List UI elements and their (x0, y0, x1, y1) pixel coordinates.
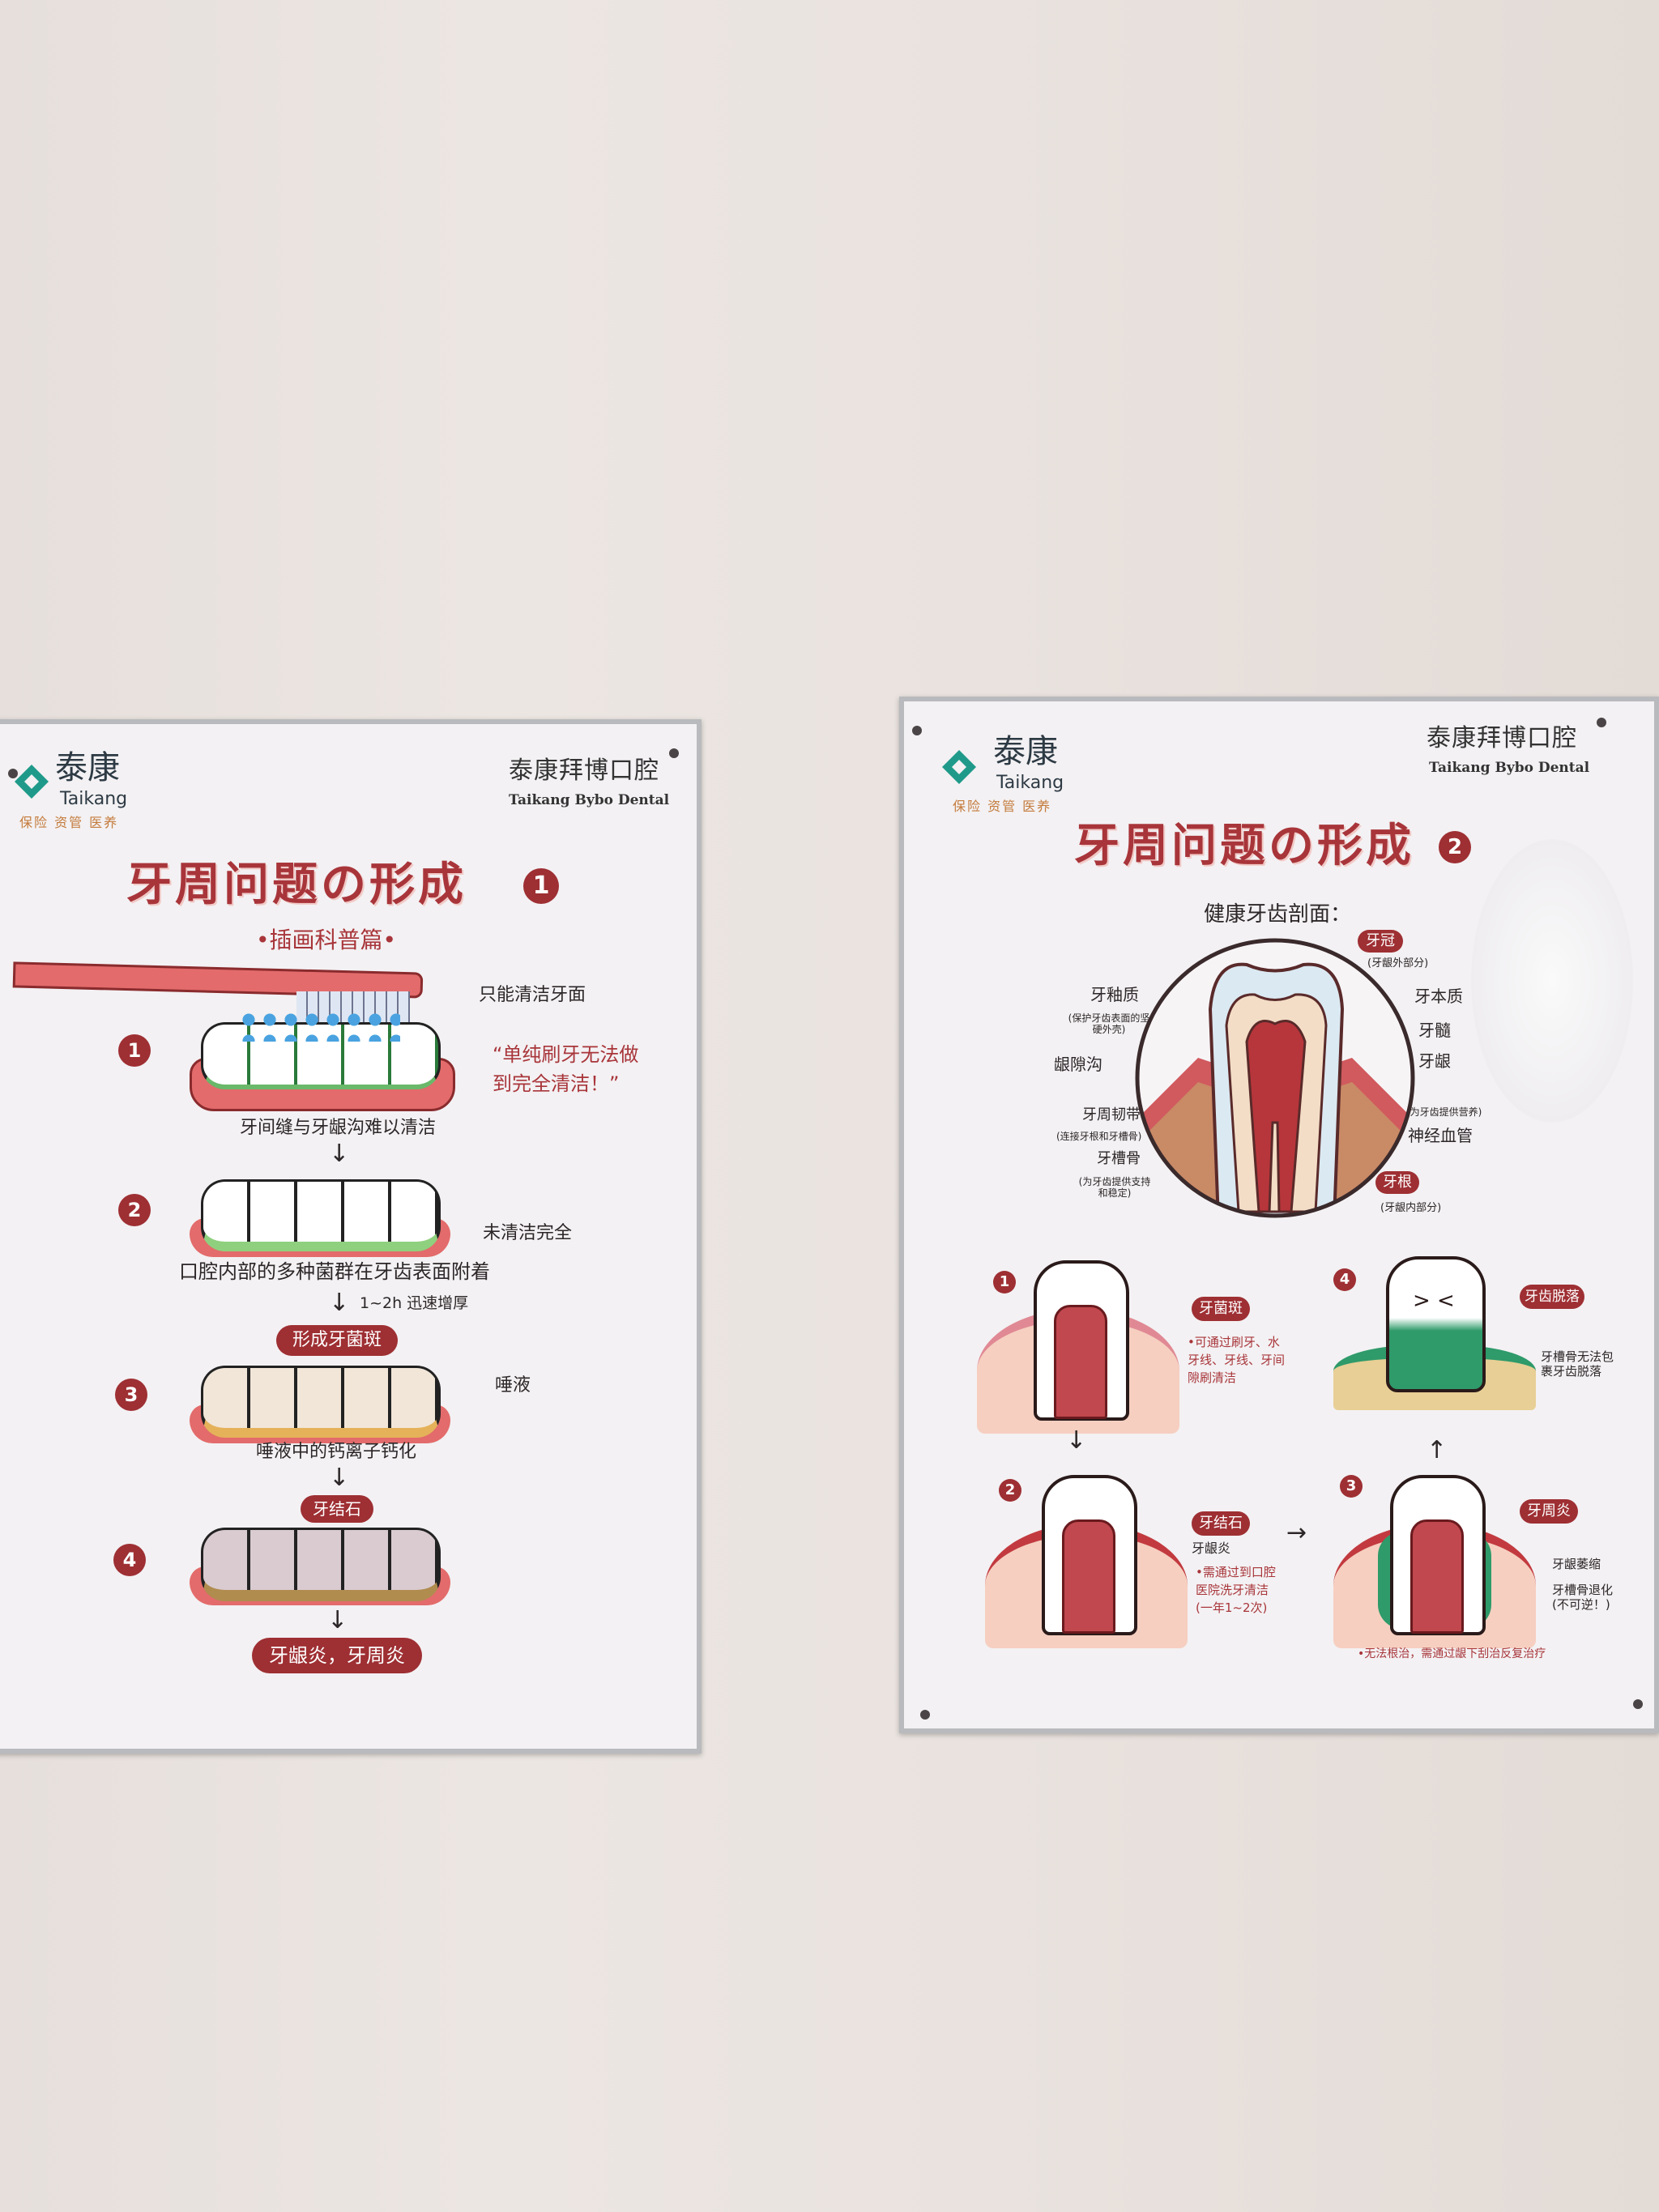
teeth-illustration (190, 1178, 450, 1259)
sulcus-label: 龈隙沟 (1054, 1055, 1102, 1074)
step-caption: 唾液中的钙离子钙化 (256, 1442, 417, 1462)
nerve-label: 神经血管 (1408, 1126, 1473, 1145)
sad-face-icon: > < (1413, 1289, 1455, 1313)
section-title: 健康牙齿剖面： (1204, 902, 1352, 927)
logo-english: Taikang (996, 773, 1064, 793)
brand-name: 泰康拜博口腔 (1427, 724, 1577, 752)
right-poster: 泰康 Taikang 保险 资管 医养 泰康拜博口腔 Taikang Bybo … (899, 697, 1659, 1733)
result-label: 牙龈炎，牙周炎 (252, 1638, 422, 1673)
stage-label: 牙周炎 (1520, 1499, 1578, 1524)
step-badge: 1 (118, 1034, 151, 1067)
stage-note: •需通过到口腔医院洗牙清洁(一年1~2次) (1196, 1565, 1276, 1615)
taikang-logo-icon (15, 765, 49, 799)
screw (669, 748, 679, 758)
screw (912, 726, 922, 735)
stage-badge: 2 (999, 1479, 1021, 1502)
step-badge: 4 (113, 1544, 146, 1576)
tooth-stage-1-illustration (977, 1260, 1179, 1434)
dentin-label: 牙本质 (1414, 987, 1463, 1006)
step-badge: 2 (118, 1194, 151, 1226)
ligament-note: (连接牙根和牙槽骨) (1056, 1131, 1142, 1142)
screw (1633, 1699, 1643, 1709)
poster-title: 牙周问题の形成 (126, 859, 467, 911)
down-arrow-icon: ↓ (327, 1606, 348, 1634)
enamel-note: (保护牙齿表面的坚硬外壳) (1068, 1012, 1150, 1036)
logo-tagline: 保险 资管 医养 (953, 799, 1052, 814)
logo-tagline: 保险 资管 医养 (19, 815, 119, 830)
poster-subtitle: •插画科普篇• (256, 927, 397, 953)
screw (1597, 718, 1606, 727)
logo-text: 泰康 (55, 749, 120, 786)
screw (8, 769, 18, 778)
bone-label: 牙槽骨 (1097, 1150, 1141, 1167)
left-poster: 泰康 Taikang 保险 资管 医养 泰康拜博口腔 Taikang Bybo … (0, 719, 702, 1754)
up-arrow-icon: ↑ (1427, 1436, 1448, 1464)
title-number-badge: 1 (523, 868, 559, 904)
stage-badge: 3 (1340, 1475, 1363, 1498)
ligament-label: 牙周韧带 (1082, 1106, 1141, 1123)
taikang-logo-icon (942, 750, 976, 784)
gum-label: 牙龈 (1418, 1051, 1451, 1071)
stage-badge: 4 (1333, 1268, 1356, 1291)
pulp-label: 牙髓 (1418, 1021, 1451, 1040)
quote-text: “单纯刷牙无法做到完全清洁！” (493, 1043, 639, 1095)
bone-note: (为牙齿提供支持和稳定) (1078, 1176, 1151, 1200)
stage-label: 牙结石 (1192, 1511, 1250, 1536)
stage-label: 牙菌斑 (1192, 1297, 1250, 1321)
tooth-cross-section (1135, 938, 1415, 1218)
down-arrow-icon: ↓ (329, 1140, 350, 1168)
teeth-illustration (190, 1009, 455, 1111)
tooth-stage-2-illustration (985, 1475, 1188, 1648)
brand-name: 泰康拜博口腔 (509, 757, 659, 785)
step-caption: 口腔内部的多种菌群在牙齿表面附着 (179, 1260, 490, 1283)
down-arrow-icon: ↓ (1066, 1426, 1087, 1455)
nerve-note: (为牙齿提供营养) (1406, 1106, 1482, 1118)
root-note: (牙龈内部分) (1380, 1202, 1442, 1214)
root-label: 牙根 (1375, 1171, 1419, 1194)
stage-badge: 1 (993, 1271, 1016, 1294)
callout-text: 未清洁完全 (483, 1223, 573, 1243)
crown-note: (牙龈外部分) (1367, 957, 1429, 970)
stage-sub-label: 牙龈炎 (1192, 1541, 1231, 1556)
stage-sub-label: 牙龈萎缩 (1552, 1557, 1601, 1571)
stage-note: 牙槽骨无法包裹牙齿脱落 (1541, 1349, 1614, 1379)
result-label: 牙结石 (301, 1495, 373, 1523)
callout-text: 唾液 (495, 1375, 531, 1396)
tooth-stage-3-illustration (1333, 1475, 1536, 1648)
teeth-illustration (190, 1526, 450, 1607)
crown-label: 牙冠 (1358, 930, 1403, 953)
screw (920, 1710, 930, 1720)
poster-title: 牙周问题の形成 (1074, 820, 1414, 872)
light-glare (1471, 839, 1633, 1123)
callout-text: 只能清洁牙面 (479, 985, 586, 1005)
step-badge: 3 (115, 1379, 147, 1411)
logo-text: 泰康 (993, 733, 1058, 770)
stage-note: •无法根治，需通过龈下刮治反复治疗 (1358, 1647, 1546, 1660)
down-arrow-icon: ↓ (329, 1289, 350, 1317)
result-label: 形成牙菌斑 (276, 1325, 398, 1356)
right-arrow-icon: → (1286, 1519, 1307, 1547)
teeth-illustration (190, 1364, 450, 1445)
enamel-label: 牙釉质 (1090, 985, 1139, 1004)
stage-label: 牙齿脱落 (1520, 1285, 1584, 1309)
brand-english: Taikang Bybo Dental (1429, 760, 1590, 776)
stage-note: •可通过刷牙、水牙线、牙线、牙间隙刷清洁 (1188, 1335, 1286, 1385)
step-caption: 牙间缝与牙龈沟难以清洁 (240, 1118, 437, 1138)
title-number-badge: 2 (1439, 831, 1471, 863)
arrow-note: 1~2h 迅速增厚 (360, 1294, 469, 1312)
tooth-stage-4-illustration: > < (1333, 1256, 1536, 1410)
down-arrow-icon: ↓ (329, 1464, 350, 1492)
brand-english: Taikang Bybo Dental (509, 792, 670, 808)
stage-sub-label-2: 牙槽骨退化(不可逆！) (1552, 1583, 1614, 1612)
logo-english: Taikang (60, 789, 128, 809)
